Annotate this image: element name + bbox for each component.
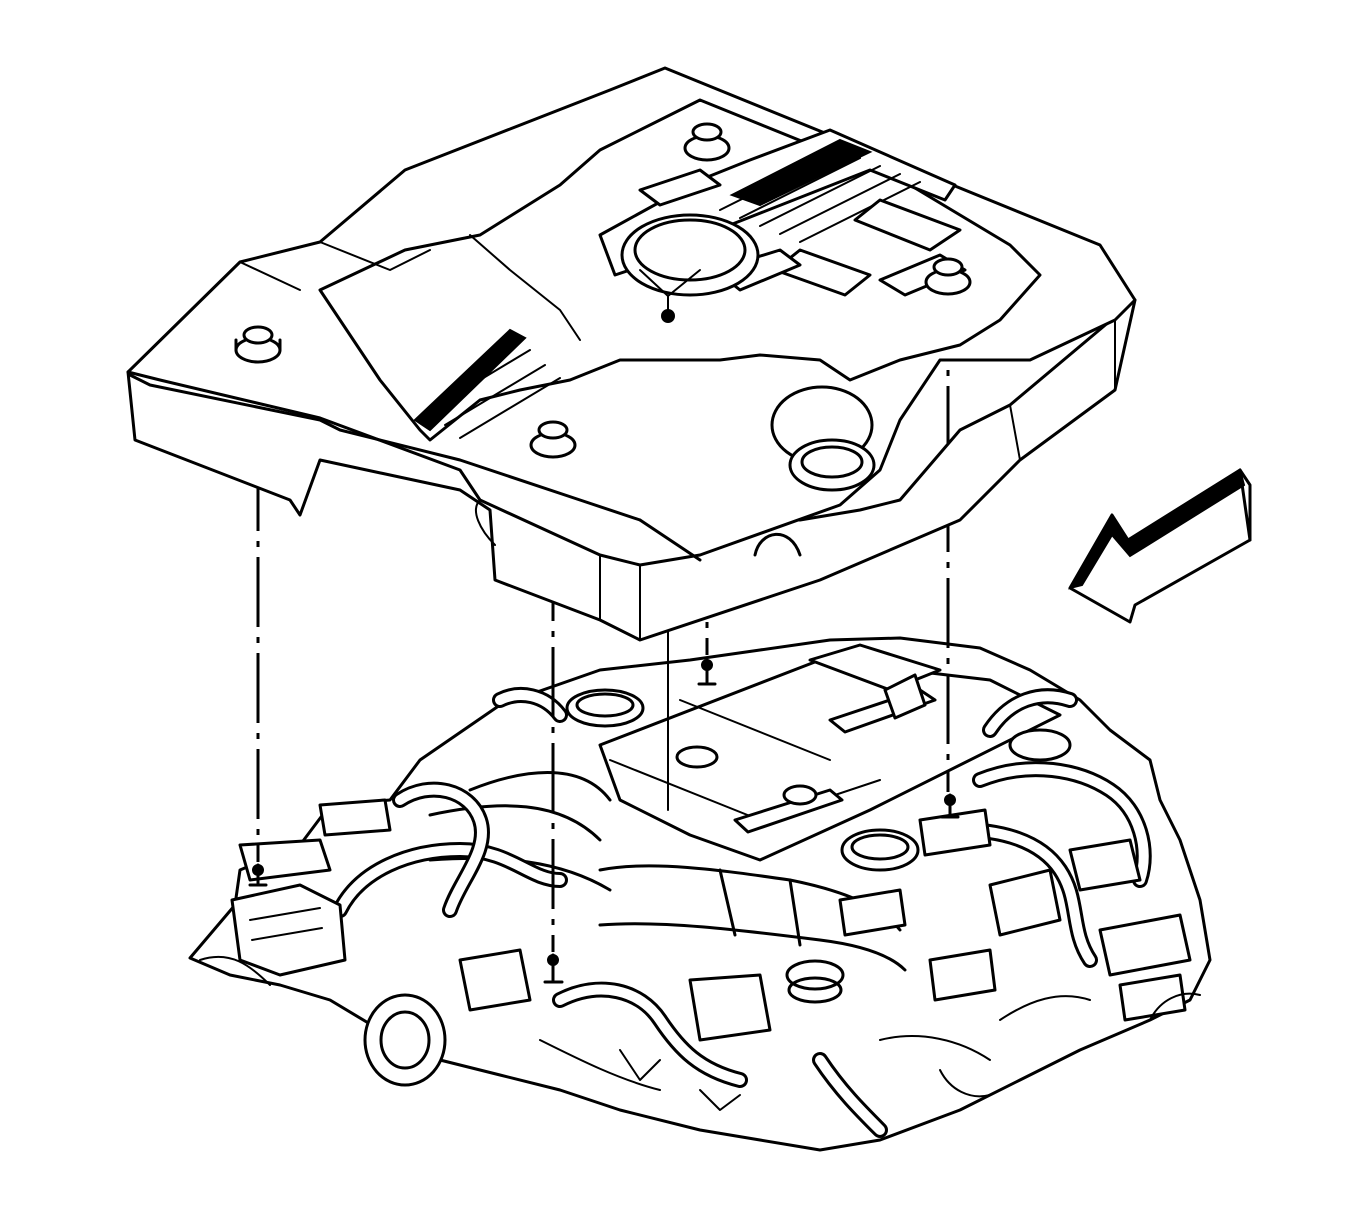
intake-manifold: [188, 636, 1212, 1152]
cover-grommet: [529, 420, 577, 459]
ball-stud: [697, 658, 717, 686]
engine-cover: [126, 66, 1137, 642]
ball-stud: [940, 793, 960, 819]
ball-stud: [543, 953, 564, 984]
cover-grommet: [683, 122, 731, 162]
ball-stud: [248, 863, 268, 887]
cover-grommet: [924, 257, 972, 296]
engine-front-arrow: [1067, 468, 1252, 624]
cover-grommet: [234, 325, 282, 364]
